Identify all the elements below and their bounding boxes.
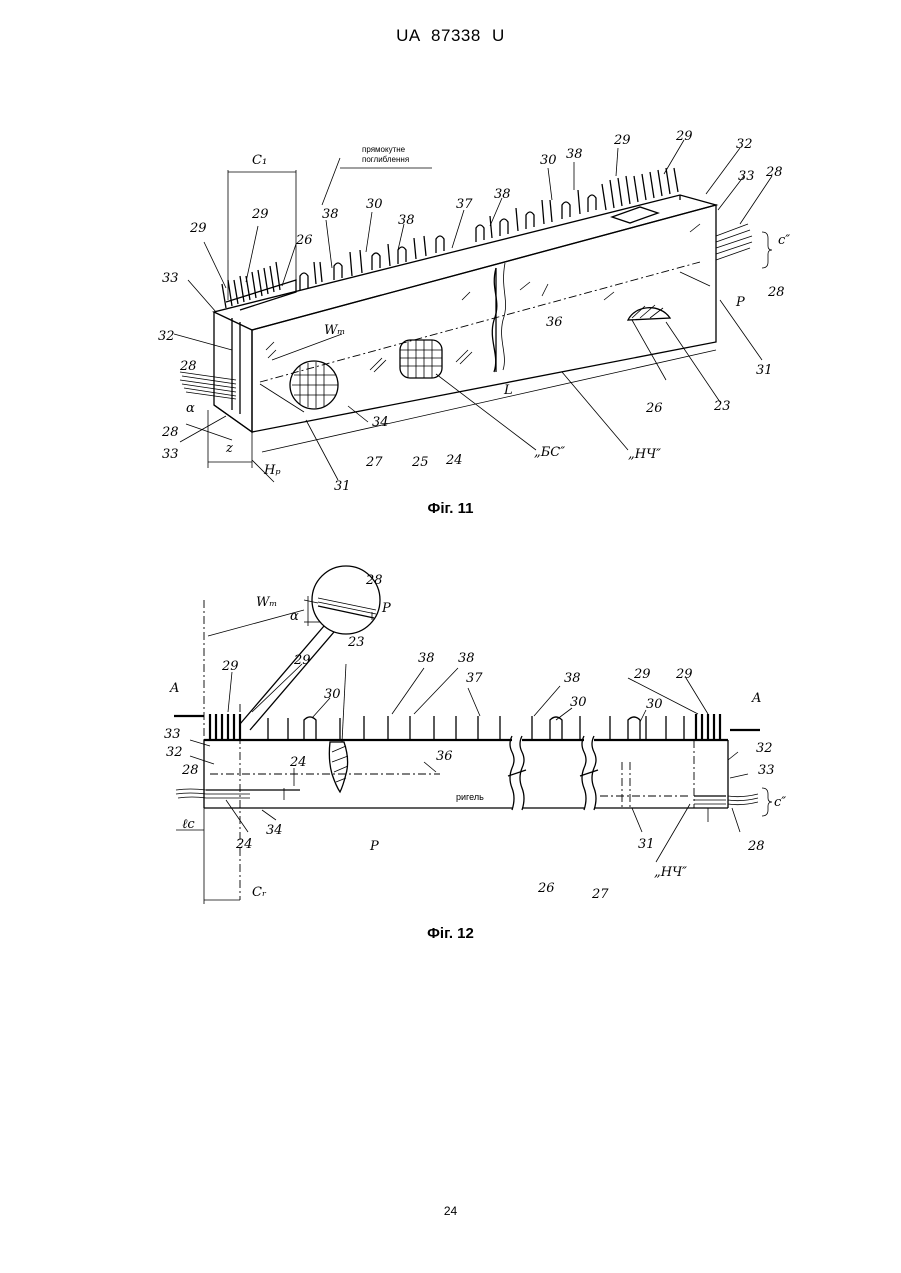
label-38: 38 [418,651,435,666]
beam-label: ригель [456,792,484,802]
label-38: 38 [564,671,581,686]
section-markers [174,716,760,730]
label-26: 26 [537,881,555,896]
label-24: 24 [235,837,253,852]
label-p: P [369,839,379,854]
label-24: 24 [289,755,307,770]
label-nch: „НЧ″ [654,865,687,880]
label-29: 29 [293,653,311,668]
label-p: P [381,601,391,616]
label-30: 30 [646,697,663,712]
label-29: 29 [633,667,651,682]
label-37: 37 [466,671,483,686]
label-a: A [169,681,179,696]
label-33: 33 [758,763,775,778]
figure-12-drawing: 28 P Wₘ α 23 29 29 38 38 A 30 37 38 30 2… [0,0,901,920]
label-28: 28 [181,763,199,778]
label-cr: Cᵣ [252,885,267,900]
label-33: 33 [164,727,181,742]
label-lc: ℓc [182,817,195,832]
label-30: 30 [324,687,341,702]
label-32: 32 [166,745,183,760]
label-36: 36 [436,749,453,764]
label-23: 23 [347,635,365,650]
figure-12-caption: Фіг. 12 [0,925,901,942]
label-28: 28 [365,573,383,588]
label-c-double-prime: c″ [774,795,786,810]
label-31: 31 [638,837,655,852]
label-28: 28 [747,839,765,854]
label-wm: Wₘ [256,595,277,610]
label-a: A [751,691,761,706]
rebars-30-f12 [268,716,684,740]
label-32: 32 [756,741,773,756]
label-29: 29 [675,667,693,682]
label-38: 38 [458,651,475,666]
label-30: 30 [570,695,587,710]
label-34: 34 [266,823,283,838]
label-29: 29 [221,659,239,674]
label-27: 27 [591,887,609,902]
label-alpha: α [290,609,299,624]
page-number: 24 [0,1204,901,1218]
rebars-29-f12 [210,714,720,740]
beam-elevation [204,600,728,900]
